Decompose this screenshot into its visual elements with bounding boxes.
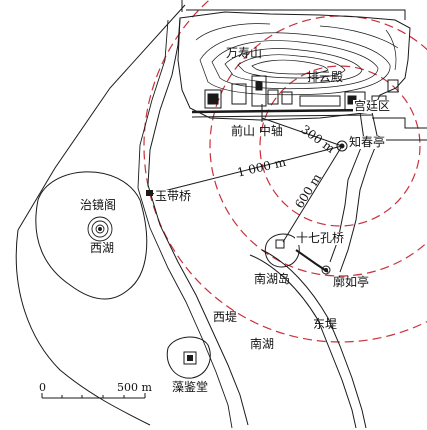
label-zhijingge: 治镜阁	[80, 198, 117, 212]
hill-contours	[195, 23, 399, 96]
zaojiantang-island	[166, 336, 211, 379]
label-xihu: 西湖	[90, 241, 115, 255]
scale-bar	[41, 393, 146, 399]
west-shoreline	[147, 17, 249, 426]
seventeen-arch-bridge	[295, 249, 329, 273]
label-yudaiqiao: 玉带桥	[154, 189, 193, 203]
east-wall	[372, 117, 427, 129]
wanshoushan-boundary	[177, 11, 411, 121]
long-corridor	[191, 108, 373, 114]
ring-300m	[259, 65, 421, 227]
radial-lines	[147, 117, 343, 243]
radial-to-central-axis	[261, 117, 343, 147]
east-dike-outer	[261, 249, 367, 429]
ring-600m	[209, 15, 427, 277]
label-shiqikongqiao: 十七孔桥	[295, 231, 346, 245]
distance-rings	[143, 0, 427, 343]
zaojiantang-building	[183, 351, 197, 365]
long-corridor-shore	[191, 114, 373, 118]
north-wall	[186, 9, 406, 20]
zaojiantang-core	[187, 355, 193, 361]
ring-1000m	[143, 0, 427, 343]
label-xidi: 西堤	[213, 310, 238, 324]
yudaiqiao-bridge	[146, 190, 153, 196]
label-nanhu: 南湖	[250, 337, 275, 351]
scale-end-label: 500 m	[117, 381, 152, 394]
west-lake-outline	[35, 171, 148, 300]
label-gongtingqu: 宫廷区	[353, 99, 392, 113]
label-wanshoushan: 万寿山	[226, 46, 263, 60]
label-dongdi: 东堤	[313, 317, 338, 331]
radial-to-yudaiqiao	[147, 145, 343, 196]
west-boundary-road	[17, 4, 186, 231]
label-qianshan-zhongzhou: 前山 中轴	[231, 124, 283, 138]
scale-start-label: 0	[39, 381, 46, 394]
nanhudao-island	[264, 233, 300, 268]
zhijingge-island	[87, 216, 113, 242]
label-nanhudao: 南湖岛	[254, 272, 291, 286]
west-dike-line	[137, 19, 233, 429]
label-zaojiantang: 藻鉴堂	[172, 380, 209, 394]
radial-to-nanhudao	[282, 145, 343, 243]
label-langruting: 廓如亭	[333, 275, 370, 289]
east-dike-shoreline	[249, 254, 357, 429]
label-paiyundian: 排云殿	[307, 70, 344, 84]
langruting-pavilion	[321, 265, 331, 275]
nanhudao-building	[275, 239, 285, 249]
southwest-boundary	[15, 229, 151, 426]
label-zhichunting: 知春亭	[348, 135, 387, 149]
